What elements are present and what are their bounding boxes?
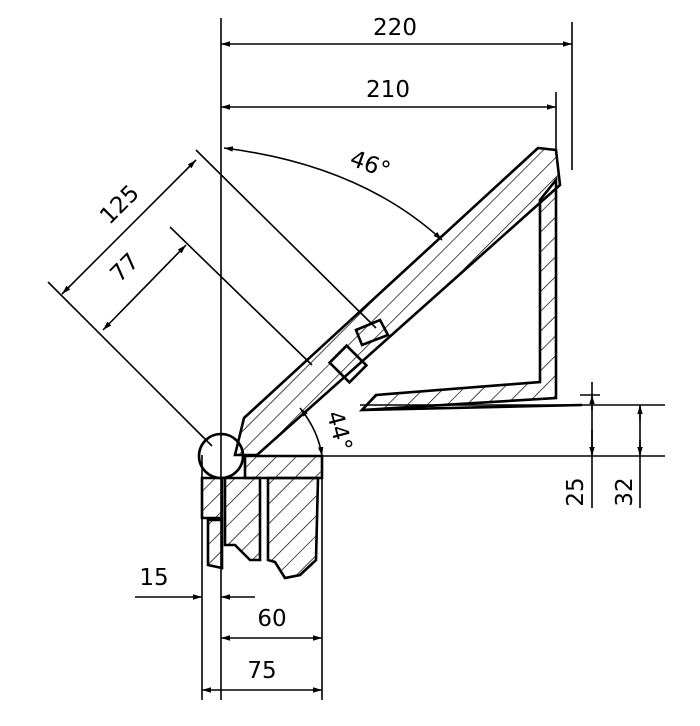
support-brace [358, 176, 583, 412]
dim-15-label: 15 [139, 565, 168, 591]
dim-25-label: 25 [563, 477, 589, 506]
dim-77-line [102, 244, 187, 331]
dim-125-label: 125 [95, 180, 144, 229]
hinge-base [197, 432, 324, 580]
dim-75-label: 75 [247, 658, 276, 684]
dimension-lines [61, 41, 643, 693]
angle-46-label: 46° [346, 146, 393, 184]
dim-60-label: 60 [257, 606, 286, 632]
dim-32-label: 32 [612, 477, 638, 506]
dim-77-label: 77 [105, 248, 144, 287]
dim-210-label: 210 [366, 77, 410, 103]
dim-220-label: 220 [373, 15, 417, 41]
dim-46-arc [223, 146, 443, 241]
dim-125-line [61, 159, 197, 295]
angle-44-label: 44° [321, 408, 357, 454]
